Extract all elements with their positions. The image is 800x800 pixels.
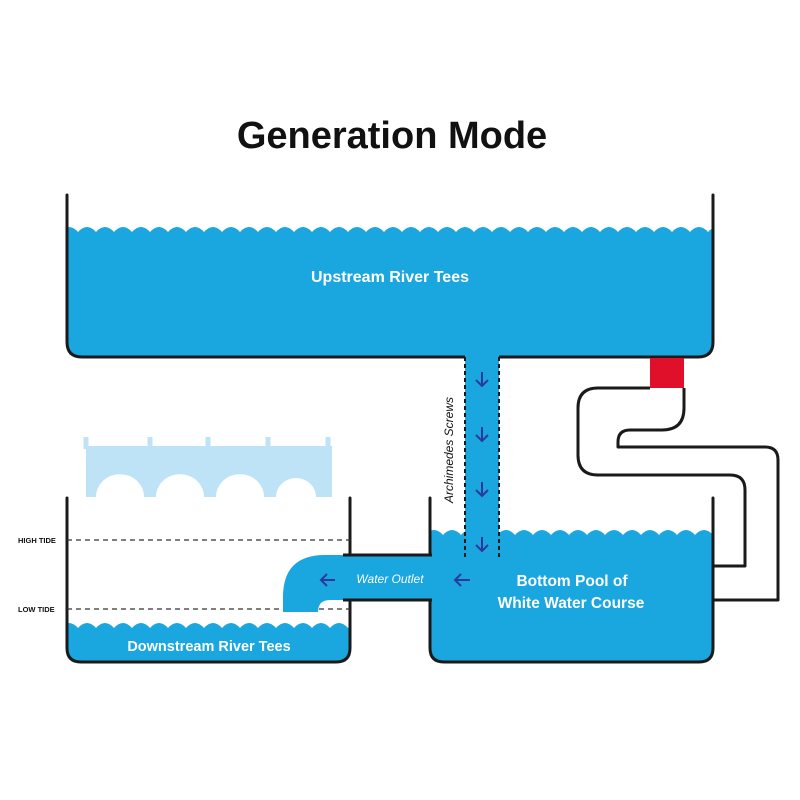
diagram-title: Generation Mode: [237, 115, 547, 157]
bottom-pool-basin: Bottom Pool of White Water Course: [428, 496, 715, 664]
bottom-pool-water: [430, 530, 713, 662]
upstream-basin-wall: [65, 193, 715, 359]
screw-channel-water: [465, 355, 499, 560]
archimedes-screw-channel: Archimedes Screws: [442, 355, 500, 560]
bridge-post: [265, 437, 271, 449]
water-outlet-label: Water Outlet: [356, 572, 424, 586]
arrow-left-icon: [453, 573, 470, 587]
bridge-shape: [86, 446, 332, 497]
arrow-down-icon: [475, 537, 489, 553]
bottom-pool-label-line2: White Water Course: [498, 595, 645, 612]
bridge: [83, 437, 332, 497]
bridge-post: [83, 437, 89, 449]
downstream-label: Downstream River Tees: [127, 639, 290, 655]
sluice-gate: [650, 358, 684, 388]
arrow-down-icon: [475, 372, 489, 388]
arrow-down-icon: [475, 482, 489, 498]
bridge-post: [325, 437, 331, 449]
upstream-label: Upstream River Tees: [311, 269, 469, 286]
high-tide-label: HIGH TIDE: [18, 536, 56, 545]
bypass-pipe: [576, 386, 780, 602]
archimedes-screws-label: Archimedes Screws: [442, 397, 456, 504]
bridge-post: [147, 437, 153, 449]
bottom-pool-label-line1: Bottom Pool of: [516, 573, 628, 590]
downstream-basin: Downstream River Tees: [65, 496, 352, 664]
upstream-basin: Upstream River Tees: [65, 193, 715, 359]
arrow-left-icon: [319, 573, 335, 587]
bridge-post: [205, 437, 211, 449]
outlet-pipe-water: [283, 555, 432, 612]
screw-arrows: [475, 372, 489, 553]
downstream-basin-wall: [65, 496, 352, 664]
low-tide-label: LOW TIDE: [18, 605, 55, 614]
downstream-water: [67, 623, 350, 662]
water-outlet-pipe: Water Outlet: [283, 553, 470, 612]
arrow-down-icon: [475, 427, 489, 443]
upstream-water: [67, 227, 713, 357]
bottom-pool-wall: [428, 496, 715, 664]
